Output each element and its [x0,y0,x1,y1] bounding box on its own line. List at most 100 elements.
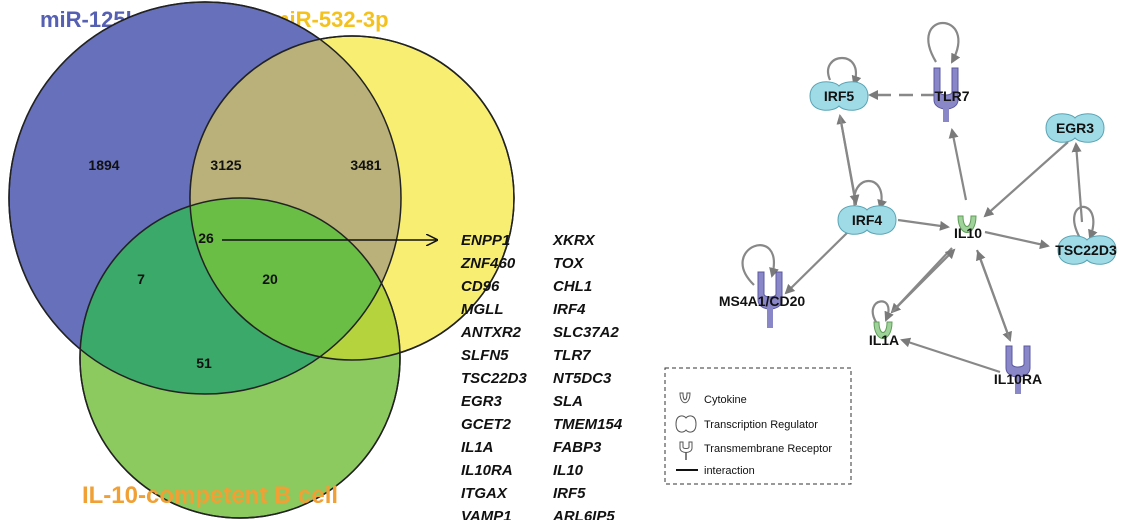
node-irf4[interactable]: IRF4 [837,205,897,235]
venn-diagram: miR-125b miR-532-3p 1894 3125 3481 26 7 … [8,1,515,519]
self-loop-irf5 [827,57,862,86]
legend-item-transmembrane-receptor: Transmembrane Receptor [679,441,832,460]
count-a-only: 1894 [88,157,119,173]
gene-name: TLR7 [553,347,591,364]
node-tsc22d3[interactable]: TSC22D3 [1055,235,1117,265]
self-loop-ms4a1 [741,244,779,286]
legend-label-cytokine: Cytokine [704,394,747,406]
edge-irf4-il10 [897,218,950,231]
edge-egr3-il10 [983,141,1069,218]
node-label-irf4: IRF4 [852,212,883,228]
node-label-il10: IL10 [954,225,982,241]
venn-outline-b [189,35,515,361]
gene-name: ENPP1 [461,232,510,249]
gene-name: TSC22D3 [461,370,528,387]
gene-name: ITGAX [461,485,508,502]
node-label-tlr7: TLR7 [935,88,970,104]
count-bc: 20 [262,271,278,287]
receptor-icon [933,67,959,110]
gene-list-column-2: XKRXTOXCHL1IRF4SLC37A2TLR7NT5DC3SLATMEM1… [552,232,623,520]
node-il10[interactable]: IL10 [954,215,982,241]
node-label-ms4a1: MS4A1/CD20 [719,293,806,309]
count-ac: 7 [137,271,145,287]
node-irf5[interactable]: IRF5 [809,81,869,111]
gene-name: ZNF460 [460,255,516,272]
node-ms4a1[interactable]: MS4A1/CD20 [719,271,806,328]
receptor-stem [767,302,773,328]
edge-irf4-ms4a1 [784,229,851,295]
gene-name: EGR3 [461,393,503,410]
edge-il10-il10ra-b [976,250,1012,341]
legend-label-transmembrane-receptor: Transmembrane Receptor [704,443,832,455]
self-loop-tsc22d3 [1073,205,1098,240]
gene-name: ANTXR2 [460,324,522,341]
self-loop-irf4 [853,180,887,210]
node-label-tsc22d3: TSC22D3 [1055,242,1117,258]
gene-name: IRF5 [553,485,586,502]
network-legend: Cytokine Transcription Regulator Transme… [664,367,852,485]
receptor-stem [1015,372,1021,394]
node-label-il1a: IL1A [869,332,899,348]
edge-il10-tsc22d3 [984,230,1050,250]
gene-name: IL10 [553,462,584,479]
gene-name: FABP3 [553,439,602,456]
node-tlr7[interactable]: TLR7 [933,67,970,122]
gene-name: IL10RA [461,462,513,479]
legend-item-cytokine: Cytokine [679,392,747,406]
transcription-regulator-icon [1057,235,1117,265]
gene-name: CHL1 [553,278,592,295]
edge-il10-tlr7 [948,128,968,201]
gene-name: SLA [553,393,583,410]
node-il1a[interactable]: IL1A [869,321,899,348]
count-c-only: 51 [196,355,212,371]
transcription-regulator-icon [675,415,697,433]
gene-name: MGLL [461,301,504,318]
venn-outline-c [79,197,401,519]
legend-item-interaction: interaction [676,465,755,477]
gene-name: CD96 [461,278,500,295]
node-label-il10ra: IL10RA [994,371,1042,387]
interaction-network: IRF5 EGR3 IRF4 TSC22D3 TLR7 MS4A1/CD20 [719,21,1117,394]
edge-il10ra-il1a [900,337,1001,374]
gene-name: TMEM154 [553,416,623,433]
node-label-egr3: EGR3 [1056,120,1094,136]
transmembrane-receptor-icon [679,441,693,453]
node-egr3[interactable]: EGR3 [1045,113,1105,143]
self-loop-tlr7 [927,21,961,64]
transcription-regulator-icon [1045,113,1105,143]
set-c-label: IL-10-competent B cell [82,482,338,509]
legend-label-interaction: interaction [704,465,755,477]
count-b-only: 3481 [350,157,381,173]
legend-label-transcription-regulator: Transcription Regulator [704,419,818,431]
gene-name: XKRX [552,232,596,249]
gene-name: TOX [553,255,585,272]
gene-name: ARL6IP5 [552,508,615,520]
gene-name: IL1A [461,439,494,456]
gene-name: NT5DC3 [553,370,612,387]
gene-name: GCET2 [461,416,512,433]
transcription-regulator-icon [837,205,897,235]
venn-outline-a [8,1,402,395]
transcription-regulator-icon [809,81,869,111]
self-loop-il1a [871,300,894,323]
gene-name: SLFN5 [461,347,509,364]
node-label-irf5: IRF5 [824,88,855,104]
count-abc: 26 [198,230,214,246]
receptor-stem [943,100,949,122]
legend-item-transcription-regulator: Transcription Regulator [675,415,818,433]
cytokine-icon [957,215,977,233]
receptor-icon [757,271,783,310]
edge-il10-il1a-b [891,248,956,313]
cytokine-icon [873,321,893,339]
edge-irf4-irf5-b [838,115,860,205]
edge-tsc22d3-egr3 [1071,142,1084,223]
receptor-icon [1005,345,1031,378]
gene-name: VAMP1 [461,508,512,520]
node-il10ra[interactable]: IL10RA [994,345,1042,394]
count-ab: 3125 [210,157,241,173]
cytokine-icon [679,392,691,404]
gene-name: SLC37A2 [553,324,620,341]
